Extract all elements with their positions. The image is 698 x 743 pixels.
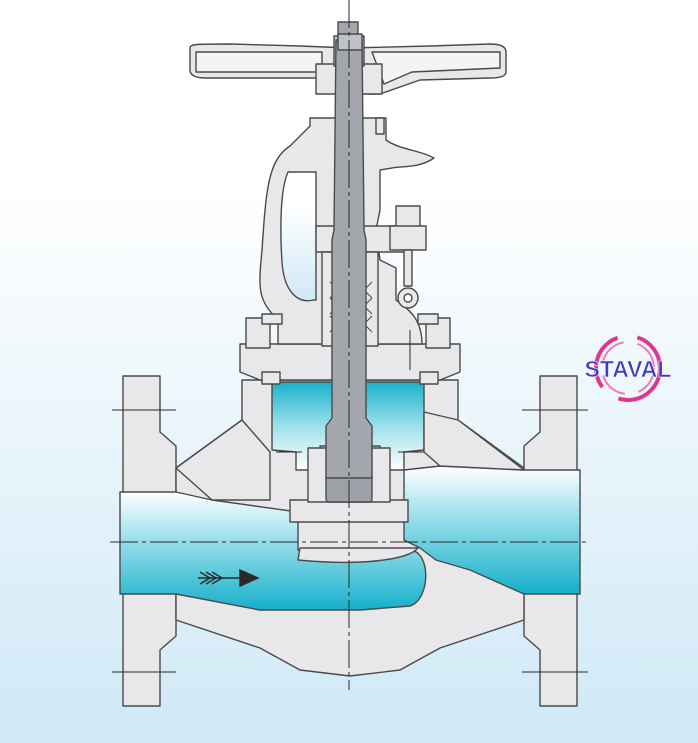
handwheel-spoke <box>195 51 323 73</box>
dimension-lines <box>110 0 590 690</box>
body-partition-upper <box>175 419 271 501</box>
body-bolt-lower-right <box>419 371 439 385</box>
bonnet-bolt-left <box>245 313 283 349</box>
logo-text: STAVAL <box>585 356 672 382</box>
body-partition-right <box>423 411 525 471</box>
body-partition-lower <box>297 547 419 564</box>
stem-top-nut <box>337 33 363 51</box>
staval-logo: STAVAL <box>584 334 672 402</box>
body-bolt-lower-left <box>261 371 281 385</box>
flow-direction-arrow-icon <box>198 568 260 588</box>
gland-eye-bolt <box>389 205 427 309</box>
yoke-nut <box>375 117 385 135</box>
yoke-cutout-left <box>280 171 317 302</box>
outlet-passage <box>403 465 581 595</box>
bonnet-bolt-right <box>417 313 451 349</box>
